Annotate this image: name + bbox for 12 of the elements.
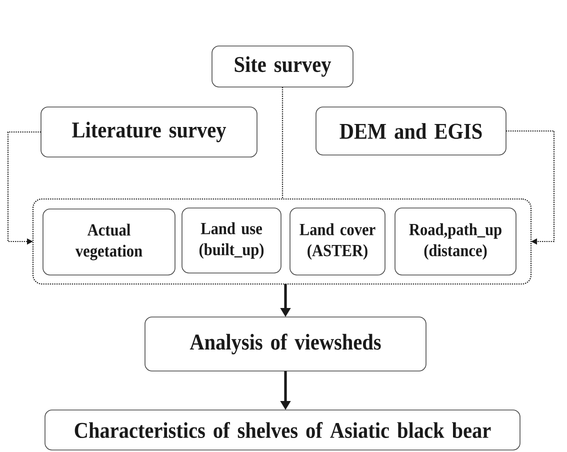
- process-box: Actual vegetation: [42, 208, 176, 276]
- process-box: DEM and EGIS: [316, 106, 506, 156]
- group-frame: [32, 198, 532, 285]
- process-box: Land cover (ASTER): [290, 208, 386, 276]
- process-box: Site survey: [212, 46, 354, 88]
- process-box: Land use (built_up): [182, 208, 282, 274]
- process-box: Literature survey: [40, 106, 258, 158]
- arrow: [506, 130, 555, 245]
- process-box: Road,path_up (distance): [394, 208, 516, 276]
- process-box: Analysis of viewsheds: [144, 316, 426, 372]
- process-box: Characteristics of shelves of Asiatic black bear: [44, 410, 520, 450]
- connector-line: [282, 87, 284, 199]
